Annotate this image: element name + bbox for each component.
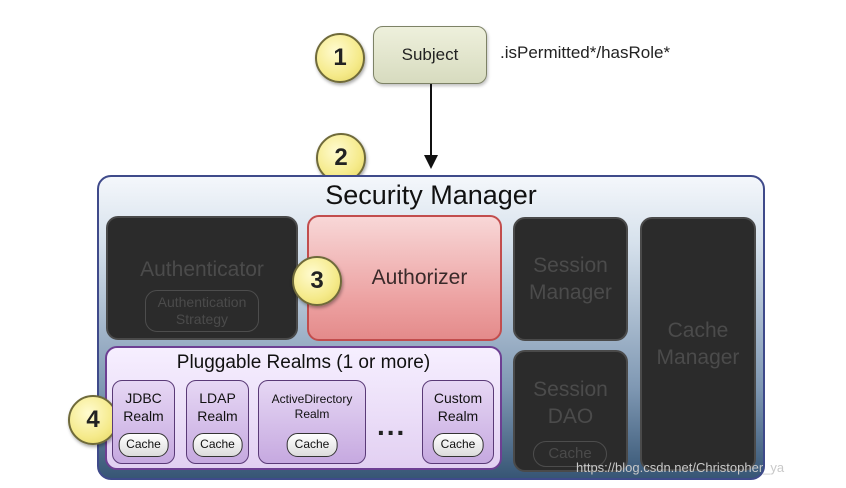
ldap-realm-box: LDAP Realm Cache <box>186 380 249 464</box>
step-3-badge: 3 <box>292 256 342 306</box>
active-directory-realm-box: ActiveDirectory Realm Cache <box>258 380 366 464</box>
realm-cache-pill: Cache <box>192 433 243 457</box>
session-dao-label: Session DAO <box>533 378 608 429</box>
pluggable-realms-title: Pluggable Realms (1 or more) <box>176 352 431 373</box>
subject-box: Subject <box>373 26 487 84</box>
realm-cache-pill: Cache <box>286 433 338 457</box>
authorizer-label: Authorizer <box>371 266 468 289</box>
cache-manager-label: Cache Manager <box>656 318 740 369</box>
realm-label: Custom Realm <box>433 390 483 424</box>
security-manager-title: Security Manager <box>325 180 537 210</box>
cache-manager-box: Cache Manager <box>640 217 756 471</box>
realm-label: JDBC Realm <box>123 390 164 424</box>
session-manager-label: Session Manager <box>529 253 612 304</box>
session-manager-box: Session Manager <box>513 217 628 341</box>
session-dao-cache-pill: Cache <box>533 441 607 467</box>
realm-label: LDAP Realm <box>197 390 238 424</box>
session-dao-box: Session DAO <box>513 350 628 472</box>
authentication-strategy-label: Authentication Strategy <box>157 293 247 328</box>
subject-method-text: .isPermitted*/hasRole* <box>500 43 671 62</box>
step-2-badge: 2 <box>316 133 366 183</box>
arrow-line <box>430 84 432 158</box>
subject-label: Subject <box>401 45 459 64</box>
realm-cache-pill: Cache <box>118 433 169 457</box>
authentication-strategy-box: Authentication Strategy <box>145 290 259 332</box>
arrow-head-icon <box>424 155 438 169</box>
custom-realm-box: Custom Realm Cache <box>422 380 494 464</box>
realm-cache-pill: Cache <box>432 433 484 457</box>
step-1-badge: 1 <box>315 33 365 83</box>
jdbc-realm-box: JDBC Realm Cache <box>112 380 175 464</box>
watermark-text: https://blog.csdn.net/Christopher_ya <box>576 460 785 475</box>
realm-label: ActiveDirectory Realm <box>271 392 353 421</box>
step-4-badge: 4 <box>68 395 118 445</box>
authenticator-label: Authenticator <box>140 258 264 281</box>
more-realms-ellipsis: ... <box>377 410 407 441</box>
